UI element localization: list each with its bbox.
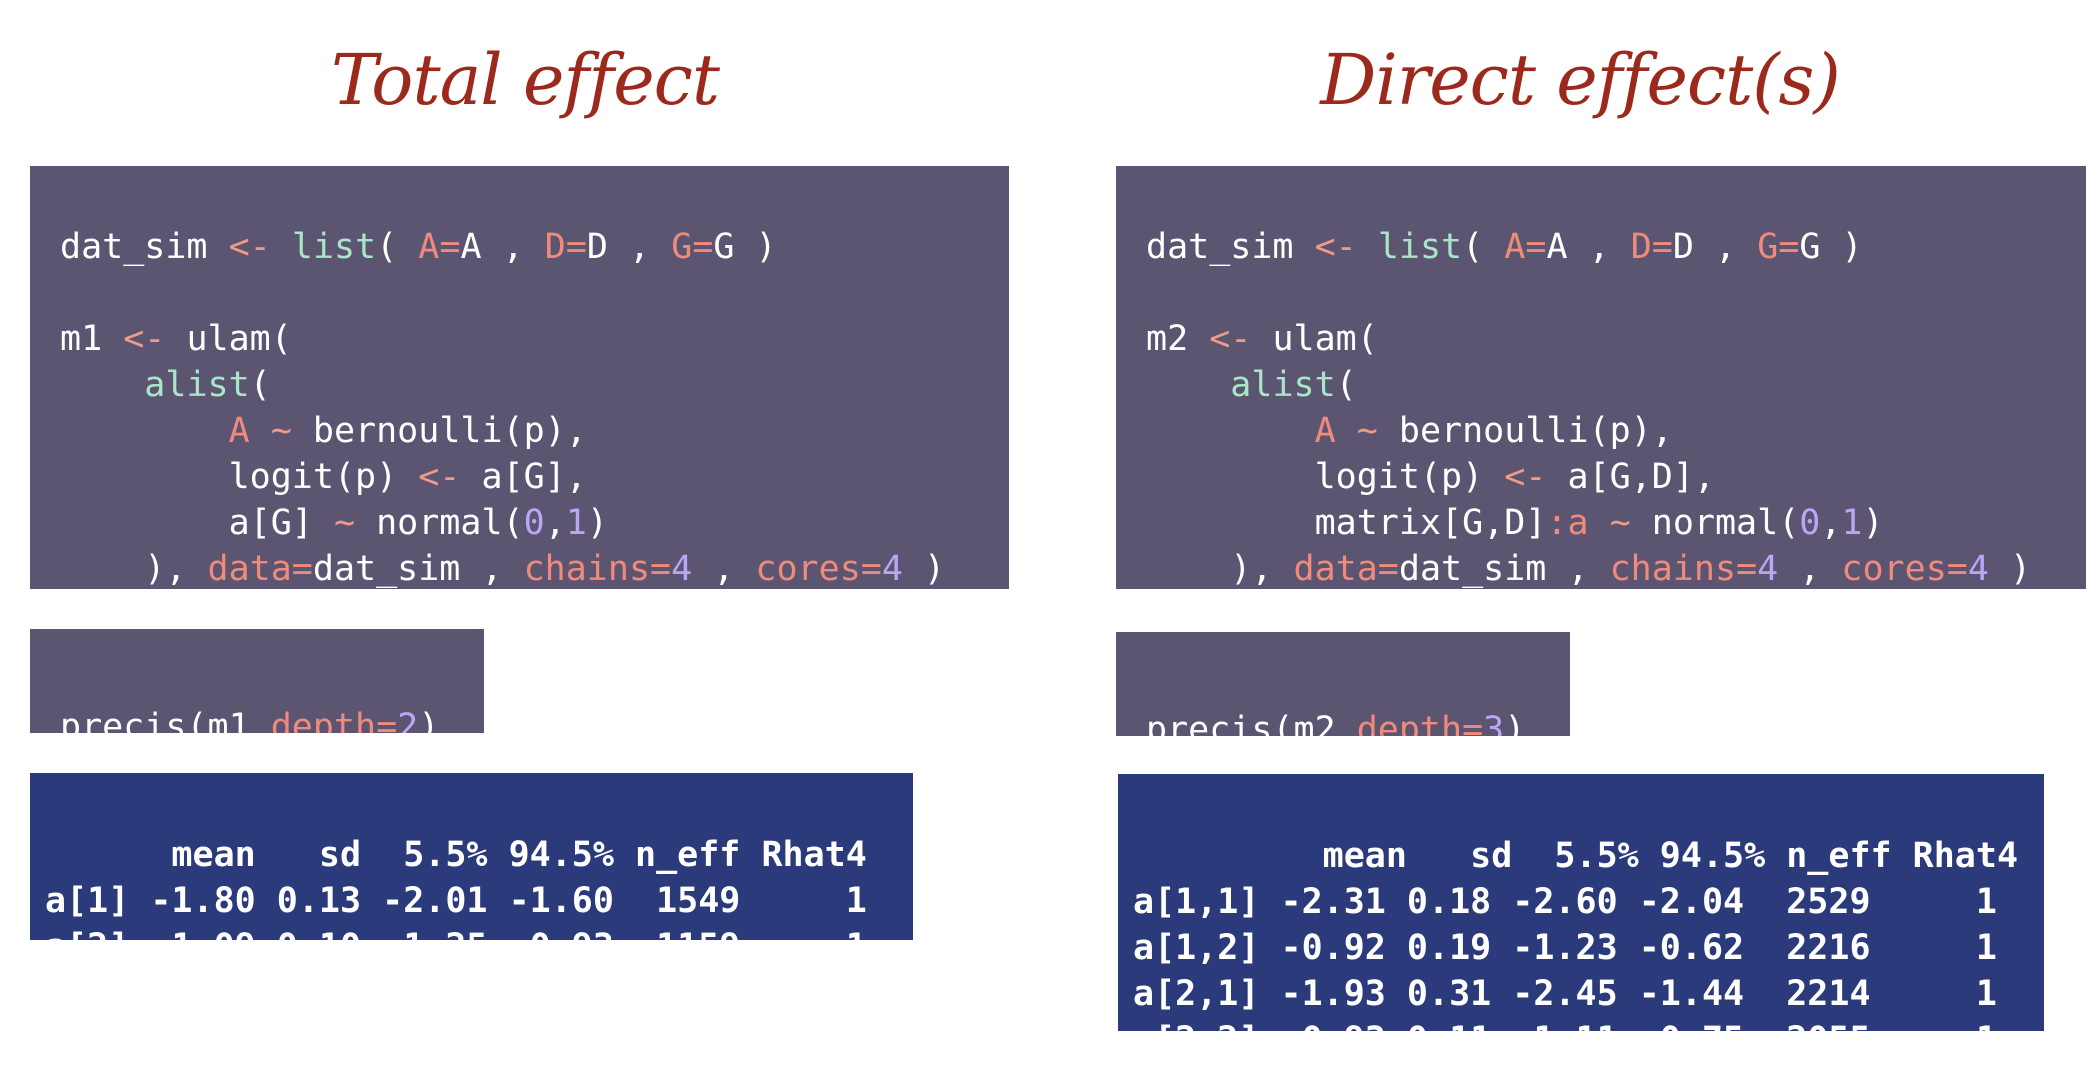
code-line: dat_sim <- list( A=A , D=D , G=G ) xyxy=(1146,227,1863,267)
code-line: A ~ bernoulli(p), xyxy=(1314,411,1673,451)
code-line-blank xyxy=(60,270,1009,316)
table-row: a[2,1] -1.93 0.31 -2.45 -1.44 2214 1 xyxy=(1133,974,1997,1014)
right-output-table: mean sd 5.5% 94.5% n_eff Rhat4 a[1,1] -2.… xyxy=(1118,774,2044,1031)
right-title: Direct effect(s) xyxy=(1320,39,1841,121)
code-line: matrix[G,D]:a ~ normal(0,1) xyxy=(1146,503,1884,543)
code-line: logit(p) <- a[G,D], xyxy=(1146,457,1715,497)
table-row: a[2] -1.09 0.10 -1.25 -0.93 1159 1 xyxy=(45,924,913,940)
left-title: Total effect xyxy=(331,39,720,121)
left-precis-block: precis(m1,depth=2) xyxy=(30,629,484,733)
code-line: alist( xyxy=(144,365,271,405)
left-output-table: mean sd 5.5% 94.5% n_eff Rhat4 a[1] -1.80… xyxy=(30,773,913,940)
code-line: ), data=dat_sim , chains=4 , cores=4 ) xyxy=(60,549,946,589)
code-line: precis(m1,depth=2) xyxy=(60,707,440,733)
table-row: a[1] -1.80 0.13 -2.01 -1.60 1549 1 xyxy=(45,881,867,921)
table-row: a[1,2] -0.92 0.19 -1.23 -0.62 2216 1 xyxy=(1133,928,1997,968)
code-line: A ~ bernoulli(p), xyxy=(228,411,587,451)
table-row: a[2,2] -0.93 0.11 -1.11 -0.75 2055 1 xyxy=(1133,1017,2044,1031)
code-line: m1 <- ulam( xyxy=(60,319,292,359)
table-row: a[1,1] -2.31 0.18 -2.60 -2.04 2529 1 xyxy=(1133,882,1997,922)
code-line: a[G] ~ normal(0,1) xyxy=(60,503,608,543)
table-header: mean sd 5.5% 94.5% n_eff Rhat4 xyxy=(1133,836,2019,876)
code-line: precis(m2,depth=3) xyxy=(1146,710,1526,736)
code-line: dat_sim <- list( A=A , D=D , G=G ) xyxy=(60,227,777,267)
code-line: ), data=dat_sim , chains=4 , cores=4 ) xyxy=(1146,549,2032,589)
table-header: mean sd 5.5% 94.5% n_eff Rhat4 xyxy=(45,835,867,875)
code-line: logit(p) <- a[G], xyxy=(60,457,587,497)
code-line: alist( xyxy=(1230,365,1357,405)
code-line: m2 <- ulam( xyxy=(1146,319,1378,359)
right-code-block: dat_sim <- list( A=A , D=D , G=G ) m2 <- … xyxy=(1116,166,2086,589)
code-line-blank xyxy=(1146,270,2086,316)
left-code-block: dat_sim <- list( A=A , D=D , G=G ) m1 <- … xyxy=(30,166,1009,589)
right-precis-block: precis(m2,depth=3) xyxy=(1116,632,1570,736)
